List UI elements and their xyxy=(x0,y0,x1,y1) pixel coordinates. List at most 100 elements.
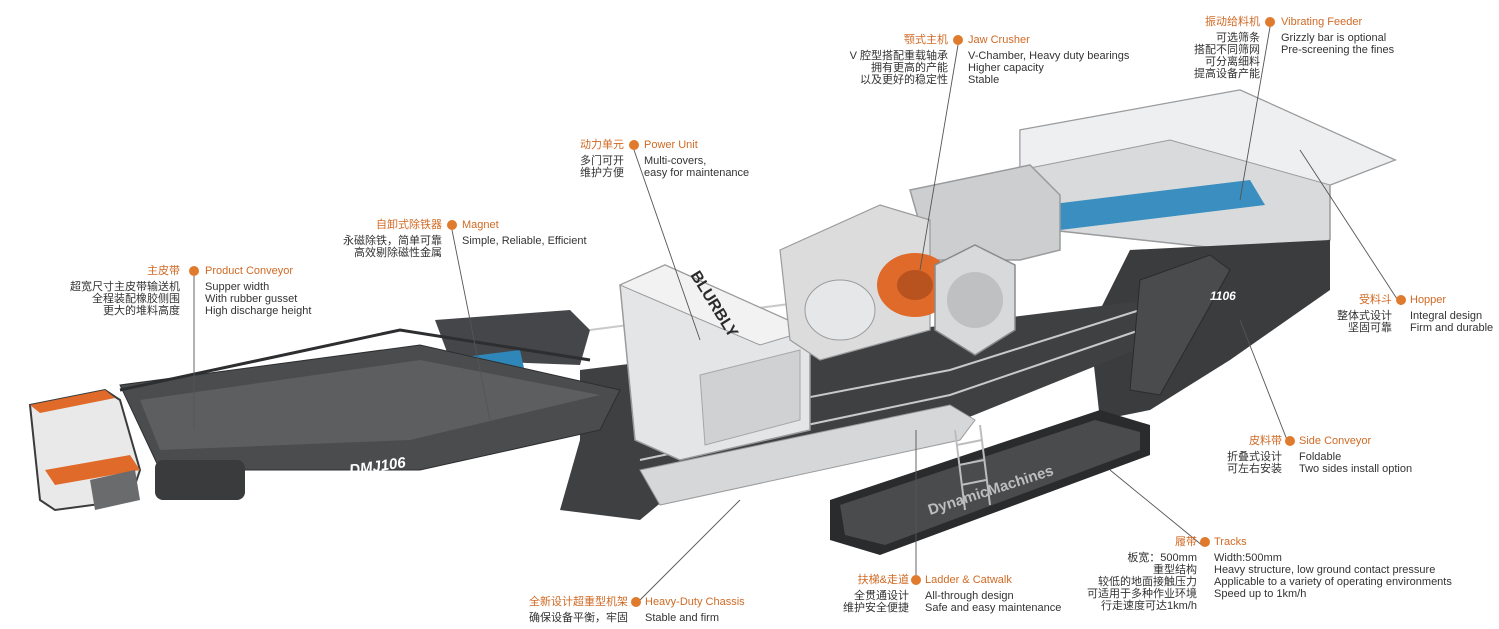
product-conveyor-en-line: With rubber gusset xyxy=(205,293,298,305)
product-conveyor-cn-line: 超宽尺寸主皮带输送机 xyxy=(70,281,180,293)
tracks-desc-cn: 板宽：500mm 重型结构 较低的地面接触压力 可适用于多种作业环境 行走速度可… xyxy=(1060,552,1197,612)
vibrating-feeder-title-cn: 振动给料机 xyxy=(1205,16,1260,28)
ladder-catwalk-en-line: All-through design xyxy=(925,590,1014,602)
jaw-crusher-shape xyxy=(779,164,1061,361)
magnet-desc-cn: 永磁除铁，简单可靠 高效剔除磁性金属 xyxy=(320,235,442,259)
discharge-chute-shape xyxy=(28,388,142,512)
tracks-title-en: Tracks xyxy=(1214,536,1247,548)
ladder-catwalk-cn-line: 维护安全便捷 xyxy=(843,602,909,614)
hopper-title-cn: 受料斗 xyxy=(1359,294,1392,306)
product-conveyor-shape: DMJ106 1106 xyxy=(119,289,1236,479)
chassis-en-line: Stable and firm xyxy=(645,612,719,624)
hopper-cn-line: 坚固可靠 xyxy=(1348,322,1392,334)
ladder-catwalk-title-en: Ladder & Catwalk xyxy=(925,574,1012,586)
tracks-en-line: Applicable to a variety of operating env… xyxy=(1214,576,1452,588)
tracks-en-line: Heavy structure, low ground contact pres… xyxy=(1214,564,1436,576)
power-unit-en-line: Multi-covers, xyxy=(644,155,707,167)
side-conveyor-dot-icon xyxy=(1285,436,1295,446)
product-conveyor-cn-line: 更大的堆料高度 xyxy=(103,305,180,317)
vibrating-feeder-cn-line: 可选筛条 xyxy=(1216,32,1260,44)
vibrating-feeder-title-en: Vibrating Feeder xyxy=(1281,16,1363,28)
side-conveyor-shape xyxy=(1129,254,1231,396)
tracks-shape: DynamicMachines xyxy=(830,410,1150,555)
chassis-title-cn: 全新设计超重型机架 xyxy=(529,596,628,608)
jaw-crusher-en-line: V-Chamber, Heavy duty bearings xyxy=(968,50,1130,62)
vibrating-feeder-cn-line: 提高设备产能 xyxy=(1194,68,1260,80)
ladder-shape xyxy=(954,424,991,511)
catwalk-shape xyxy=(639,404,976,506)
side-conveyor-title-en: Side Conveyor xyxy=(1299,435,1372,447)
power-unit-shape: BLURBLY xyxy=(618,264,812,461)
chassis-dot-icon xyxy=(631,597,641,607)
power-unit-en-line: easy for maintenance xyxy=(644,167,750,179)
ladder-catwalk-en-line: Safe and easy maintenance xyxy=(925,602,1062,614)
chassis-cn-line: 确保设备平衡，牢固 xyxy=(529,612,628,624)
tracks-cn-line: 重型结构 xyxy=(1153,564,1197,576)
side-conveyor-title-cn: 皮料带 xyxy=(1249,435,1282,447)
side-conveyor-cn-line: 折叠式设计 xyxy=(1227,451,1282,463)
chassis-desc-cn: 确保设备平衡，牢固 xyxy=(500,612,628,624)
model-right-text: 1106 xyxy=(1210,289,1236,303)
product-conveyor-en-line: High discharge height xyxy=(205,305,312,317)
tracks-dot-icon xyxy=(1200,537,1210,547)
power-unit-cn-line: 多门可开 xyxy=(580,155,624,167)
vibrating-feeder-en-line: Grizzly bar is optional xyxy=(1281,32,1387,44)
tracks-cn-line: 板宽：500mm xyxy=(1127,552,1197,564)
jaw-crusher-dot-icon xyxy=(953,35,963,45)
power-unit-dot-icon xyxy=(629,140,639,150)
tracks-en-line: Width:500mm xyxy=(1214,552,1282,564)
hopper-title-en: Hopper xyxy=(1410,294,1447,306)
tracks-cn-line: 可适用于多种作业环境 xyxy=(1087,588,1197,600)
product-conveyor-title-cn: 主皮带 xyxy=(147,265,180,277)
gearbox-shape xyxy=(155,460,245,500)
magnet-en-line: Simple, Reliable, Efficient xyxy=(462,235,587,247)
vibrating-feeder-desc-cn: 可选筛条 搭配不同筛网 可分离细料 提高设备产能 xyxy=(1160,32,1260,80)
ladder-catwalk-cn-line: 全贯通设计 xyxy=(854,590,909,602)
side-conveyor-en-line: Two sides install option xyxy=(1299,463,1413,475)
side-conveyor-desc-cn: 折叠式设计 可左右安装 xyxy=(1200,451,1282,475)
power-unit-title-cn: 动力单元 xyxy=(580,139,624,151)
jaw-crusher-title-en: Jaw Crusher xyxy=(968,34,1030,46)
magnet-cn-line: 高效剔除磁性金属 xyxy=(354,247,442,259)
side-conveyor-en-line: Foldable xyxy=(1299,451,1342,463)
hopper-desc-en: Integral design Firm and durable xyxy=(1410,310,1493,334)
jaw-crusher-cn-line: 以及更好的稳定性 xyxy=(860,74,948,86)
hopper-desc-cn: 整体式设计 坚固可靠 xyxy=(1320,310,1392,334)
tracks-cn-line: 行走速度可达1km/h xyxy=(1101,600,1197,612)
chassis-title-en: Heavy-Duty Chassis xyxy=(645,596,745,608)
chassis-desc-en: Stable and firm xyxy=(645,612,719,624)
hopper-dot-icon xyxy=(1396,295,1406,305)
hopper-en-line: Firm and durable xyxy=(1410,322,1494,334)
magnet-desc-en: Simple, Reliable, Efficient xyxy=(462,235,587,247)
vibrating-feeder-en-line: Pre-screening the fines xyxy=(1281,44,1395,56)
jaw-crusher-desc-cn: V 腔型搭配重载轴承 拥有更高的产能 以及更好的稳定性 xyxy=(820,50,948,86)
product-conveyor-dot-icon xyxy=(189,266,199,276)
jaw-crusher-title-cn: 颚式主机 xyxy=(904,34,948,46)
vibrating-feeder-cn-line: 搭配不同筛网 xyxy=(1194,44,1260,56)
hopper-cn-line: 整体式设计 xyxy=(1337,310,1392,322)
jaw-crusher-cn-line: V 腔型搭配重载轴承 xyxy=(849,50,948,62)
product-conveyor-desc-en: Supper width With rubber gusset High dis… xyxy=(205,281,311,317)
ladder-catwalk-desc-cn: 全贯通设计 维护安全便捷 xyxy=(820,590,909,614)
jaw-crusher-en-line: Stable xyxy=(968,74,1000,86)
tracks-title-cn: 履带 xyxy=(1175,536,1197,548)
magnet-dot-icon xyxy=(447,220,457,230)
magnet-title-cn: 自卸式除铁器 xyxy=(376,219,442,231)
hopper-shape xyxy=(1019,89,1397,256)
jaw-crusher-desc-en: V-Chamber, Heavy duty bearings Higher ca… xyxy=(968,50,1129,86)
vibrating-feeder-desc-en: Grizzly bar is optional Pre-screening th… xyxy=(1281,32,1394,56)
magnet-cn-line: 永磁除铁，简单可靠 xyxy=(343,235,442,247)
side-conveyor-cn-line: 可左右安装 xyxy=(1227,463,1282,475)
power-unit-title-en: Power Unit xyxy=(644,139,698,151)
ladder-catwalk-title-cn: 扶梯&走道 xyxy=(857,574,909,586)
ladder-catwalk-desc-en: All-through design Safe and easy mainten… xyxy=(925,590,1061,614)
product-conveyor-cn-line: 全程装配橡胶侧围 xyxy=(92,293,180,305)
product-conveyor-en-line: Supper width xyxy=(205,281,270,293)
jaw-crusher-en-line: Higher capacity xyxy=(968,62,1044,74)
leader-lines xyxy=(193,26,1402,605)
power-unit-cn-line: 维护方便 xyxy=(580,167,624,179)
ladder-catwalk-dot-icon xyxy=(911,575,921,585)
tracks-desc-en: Width:500mm Heavy structure, low ground … xyxy=(1214,552,1452,600)
side-conveyor-desc-en: Foldable Two sides install option xyxy=(1299,451,1412,475)
